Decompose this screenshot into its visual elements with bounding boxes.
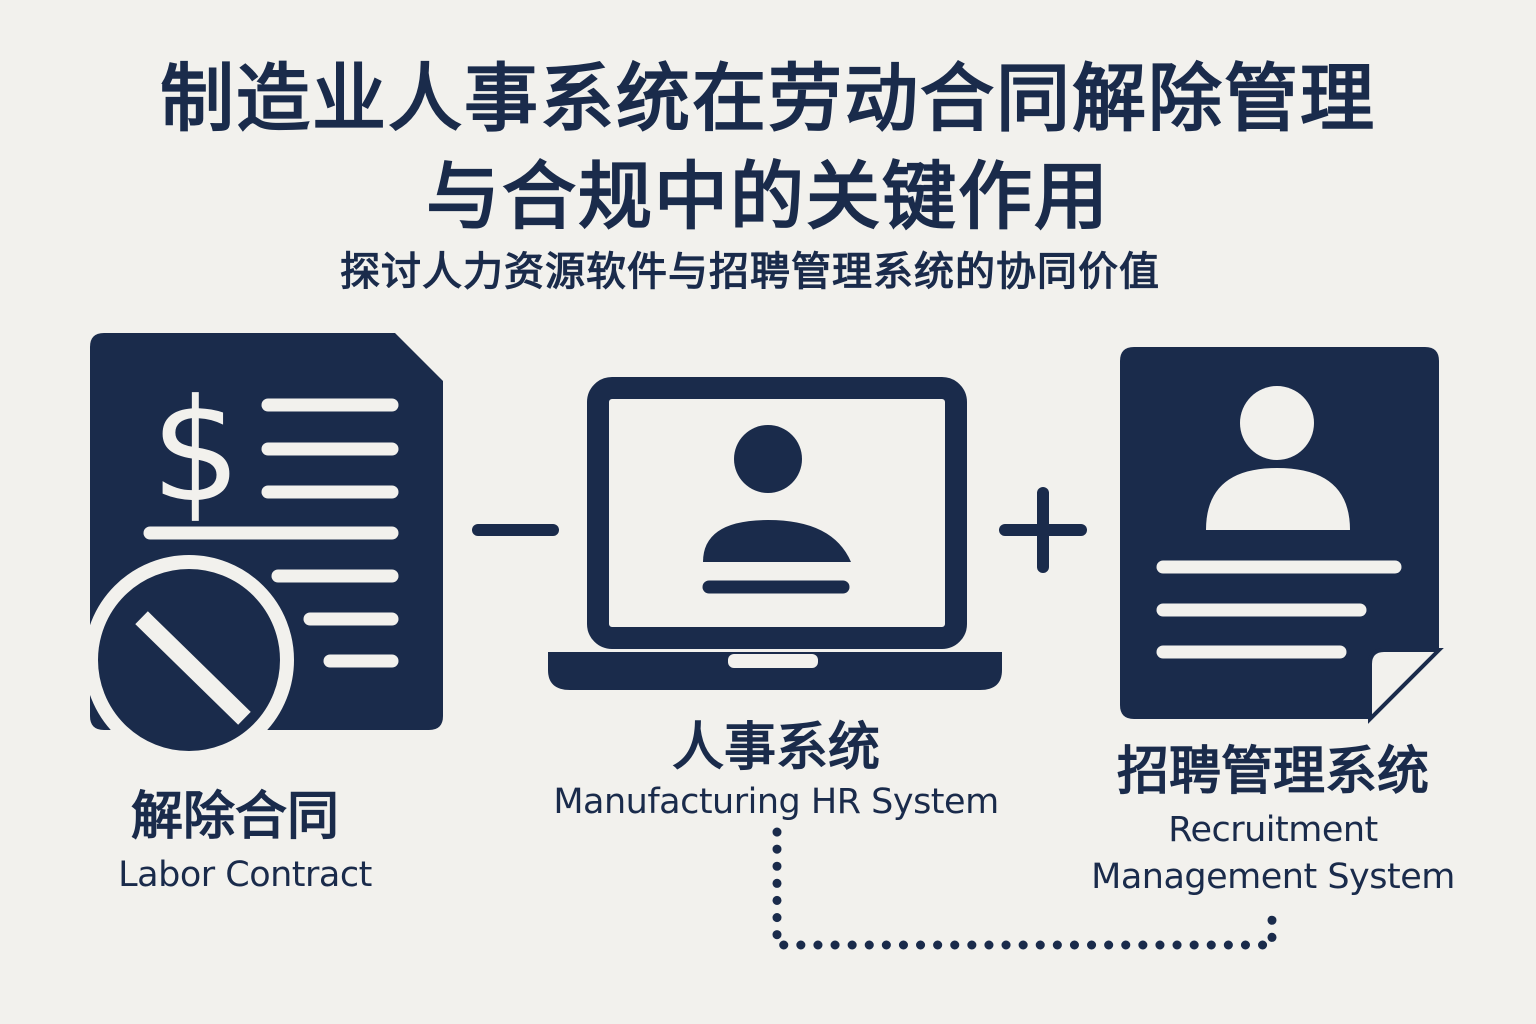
plus-icon xyxy=(999,487,1087,573)
document-text-lines xyxy=(143,398,399,668)
dotted-connector xyxy=(772,827,1277,950)
recruitment-system-label-en-2: Management System xyxy=(1091,857,1455,897)
hr-system-label-cn: 人事系统 xyxy=(671,718,880,778)
subtitle: 探讨人力资源软件与招聘管理系统的协同价值 xyxy=(340,249,1160,295)
terminated-contract-document-icon: $ xyxy=(84,333,443,765)
user-avatar-icon xyxy=(703,425,851,562)
labor-contract-label-en: Labor Contract xyxy=(118,855,372,895)
recruitment-system-label-en-1: Recruitment xyxy=(1168,810,1378,850)
laptop-trackpad xyxy=(728,654,818,668)
laptop-user-icon xyxy=(548,377,1002,690)
title-line-1: 制造业人事系统在劳动合同解除管理 xyxy=(160,56,1376,142)
profile-avatar-icon xyxy=(1206,386,1350,530)
recruitment-system-label-cn: 招聘管理系统 xyxy=(1116,742,1429,802)
page-curl xyxy=(1368,648,1444,724)
prohibition-icon xyxy=(84,555,294,765)
dollar-sign-icon: $ xyxy=(151,369,241,534)
title-line-2: 与合规中的关键作用 xyxy=(426,154,1110,240)
profile-document-icon xyxy=(1120,347,1444,724)
hr-system-label-en: Manufacturing HR System xyxy=(553,782,999,822)
profile-text-lines xyxy=(1156,560,1402,659)
labor-contract-label-cn: 解除合同 xyxy=(130,787,339,847)
